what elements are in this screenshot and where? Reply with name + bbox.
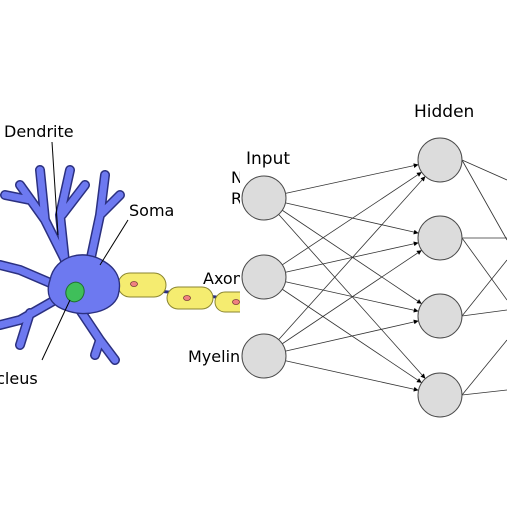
dendrite-branches bbox=[0, 166, 124, 364]
network-edges-offscreen bbox=[461, 159, 507, 396]
input-node-3 bbox=[241, 333, 287, 379]
edge-input-2-hidden-3 bbox=[285, 281, 419, 313]
input-node-1 bbox=[241, 175, 287, 221]
myelin-sheath-3 bbox=[214, 291, 240, 313]
hidden-node-3 bbox=[417, 293, 463, 339]
axon-label: Axon bbox=[203, 269, 243, 288]
schwann-nucleus-3 bbox=[232, 299, 240, 305]
nucleus-leader bbox=[41, 299, 71, 361]
input-layer bbox=[241, 175, 287, 379]
edge-input-3-hidden-1 bbox=[278, 176, 426, 340]
ranvier-label: R bbox=[231, 189, 242, 208]
myelin-label: Myelin bbox=[188, 347, 240, 366]
nucleus bbox=[65, 281, 85, 303]
input-node-2 bbox=[241, 254, 287, 300]
soma-body bbox=[47, 254, 121, 315]
soma-leader bbox=[99, 219, 129, 266]
neuron-illustration bbox=[0, 141, 240, 365]
hidden-node-2 bbox=[417, 215, 463, 261]
dendrite-leader bbox=[51, 141, 59, 236]
myelin-sheath-1 bbox=[117, 272, 167, 298]
network-edges bbox=[278, 163, 426, 392]
soma-label: Soma bbox=[129, 201, 174, 220]
hidden-node-1 bbox=[417, 137, 463, 183]
schwann-nucleus-2 bbox=[183, 295, 191, 301]
dendrite-label: Dendrite bbox=[4, 122, 74, 141]
schwann-nucleus-1 bbox=[130, 281, 138, 287]
clipped-labels: Nucleus Axon Myelin N R bbox=[0, 168, 243, 388]
myelin-sheaths bbox=[117, 272, 240, 313]
hidden-layer bbox=[417, 137, 463, 418]
hidden-node-4 bbox=[417, 372, 463, 418]
nucleus-label: Nucleus bbox=[0, 369, 38, 388]
edge-input-3-hidden-4 bbox=[285, 360, 419, 392]
input-layer-label: Input bbox=[246, 149, 290, 169]
edge-input-1-hidden-1 bbox=[285, 163, 419, 194]
edge-input-1-hidden-3 bbox=[282, 209, 422, 305]
edge-input-2-hidden-1 bbox=[282, 171, 422, 266]
edge-input-3-hidden-3 bbox=[285, 319, 419, 352]
node-label: N bbox=[231, 168, 243, 187]
edge-input-3-hidden-2 bbox=[282, 249, 422, 345]
hidden-layer-label: Hidden bbox=[414, 102, 474, 122]
edge-input-1-hidden-2 bbox=[285, 202, 419, 235]
